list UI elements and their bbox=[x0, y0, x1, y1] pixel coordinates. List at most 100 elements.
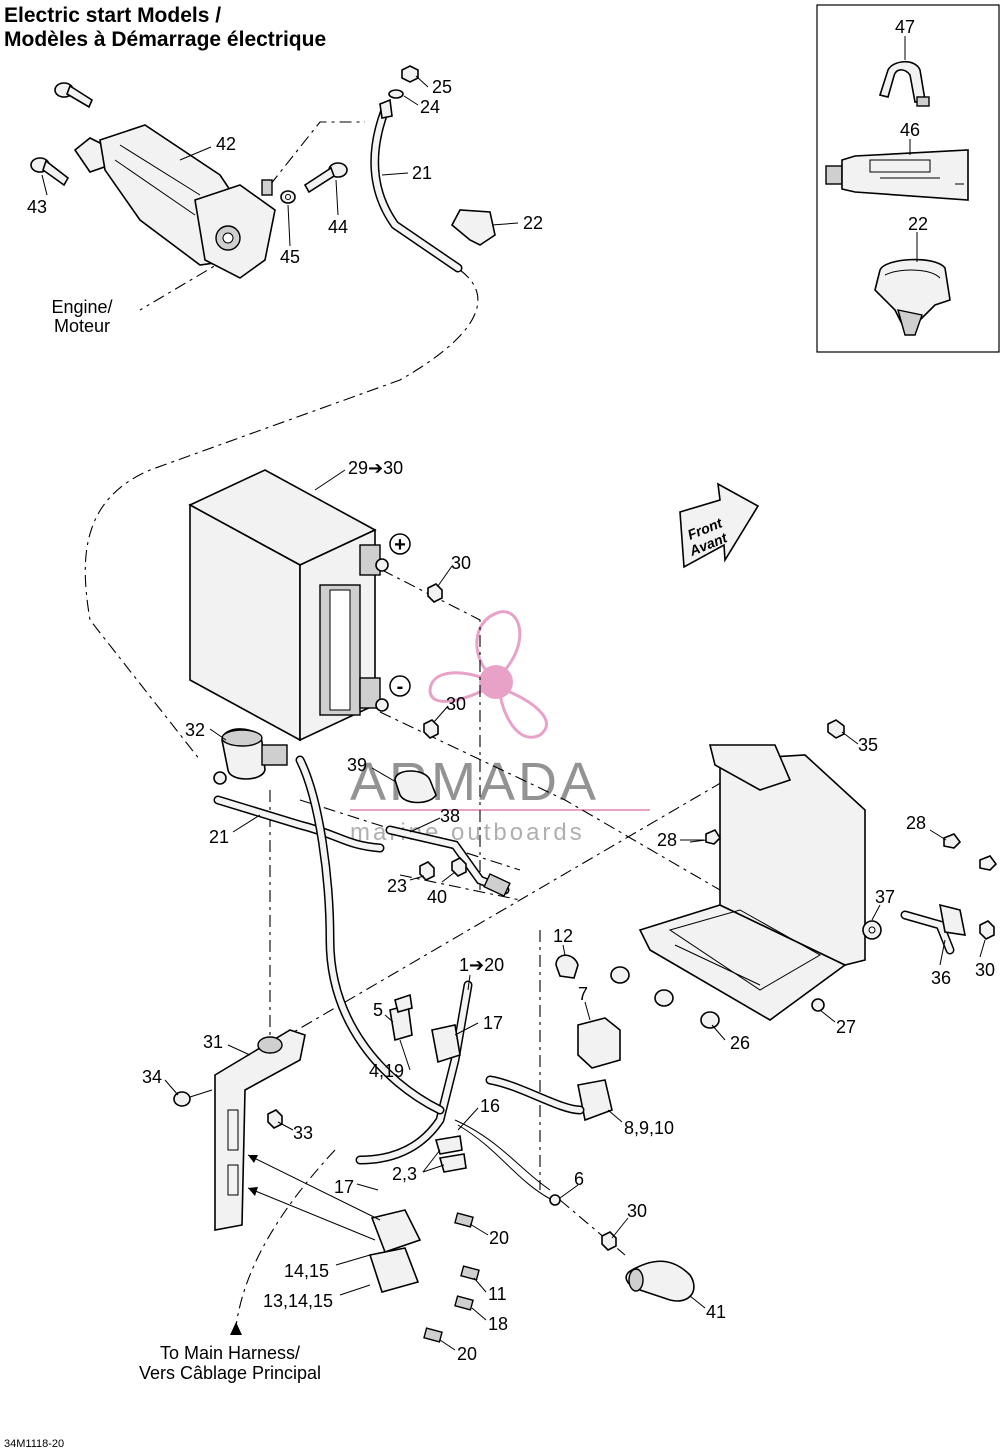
callout: 32 bbox=[185, 720, 205, 740]
plus-sign: + bbox=[394, 534, 406, 556]
fuse-box-13-14-15 bbox=[368, 1247, 420, 1293]
callout: 17 bbox=[483, 1013, 503, 1033]
positive-cable-21-lower bbox=[213, 795, 385, 853]
callout: 6 bbox=[574, 1169, 584, 1189]
callout: 28 bbox=[657, 830, 677, 850]
fuse-box-14-15 bbox=[370, 1209, 422, 1254]
fuse-holder-39 bbox=[394, 770, 437, 804]
callout: 25 bbox=[432, 77, 452, 97]
title-line-1: Electric start Models / bbox=[4, 4, 222, 27]
plus-terminal-symbol: + bbox=[389, 533, 411, 556]
wire-clip-47 bbox=[878, 60, 930, 107]
clip-12 bbox=[555, 954, 579, 979]
callout: 30 bbox=[446, 694, 466, 714]
callout: 20 bbox=[457, 1344, 477, 1364]
callout: 4,19 bbox=[369, 1061, 404, 1081]
starter-relay-32 bbox=[213, 728, 288, 785]
nut-30-boot bbox=[601, 1231, 617, 1251]
callout: 24 bbox=[420, 97, 440, 117]
bolt-44 bbox=[303, 162, 348, 194]
title-line-2: Modèles à Démarrage électrique bbox=[4, 28, 327, 51]
callout: 13,14,15 bbox=[263, 1291, 333, 1311]
callout: 21 bbox=[412, 163, 432, 183]
drawing-reference: 34M1118-20 bbox=[4, 1438, 64, 1450]
nut-40 bbox=[451, 857, 467, 877]
callout: 30 bbox=[627, 1201, 647, 1221]
callout: 35 bbox=[858, 735, 878, 755]
connector-8-9-10 bbox=[577, 1079, 613, 1122]
callout: 44 bbox=[328, 217, 348, 237]
propeller-logo bbox=[428, 610, 548, 739]
star-washer-37 bbox=[862, 920, 882, 940]
callout: 30 bbox=[451, 553, 471, 573]
callout: 33 bbox=[293, 1123, 313, 1143]
bracket-31 bbox=[214, 1029, 306, 1231]
bolt-43-upper bbox=[54, 82, 94, 109]
battery-29 bbox=[188, 469, 389, 742]
clip-22-main bbox=[450, 209, 496, 246]
callout: 39 bbox=[347, 755, 367, 775]
leader-lines bbox=[41, 36, 986, 1351]
callout: 31 bbox=[203, 1032, 223, 1052]
washer-45 bbox=[280, 190, 296, 204]
callout: 20 bbox=[489, 1228, 509, 1248]
fuses bbox=[423, 1212, 480, 1343]
protective-boot-41 bbox=[625, 1260, 695, 1302]
positive-cable-21-top bbox=[370, 98, 463, 273]
routing-lines bbox=[84, 121, 761, 1336]
battery-tray-27 bbox=[638, 744, 866, 1021]
callout: 16 bbox=[480, 1096, 500, 1116]
bolt-28-right-1 bbox=[943, 833, 962, 849]
watermark: ARMADA marine outboards bbox=[350, 610, 650, 846]
callout: 22 bbox=[908, 214, 928, 234]
watermark-tagline: marine outboards bbox=[350, 819, 585, 846]
bracket-arrows bbox=[230, 1154, 381, 1335]
callout: 2,3 bbox=[392, 1164, 417, 1184]
cable-clip-22 bbox=[874, 258, 951, 336]
callout: 42 bbox=[216, 134, 236, 154]
nut-33 bbox=[267, 1109, 283, 1129]
watermark-brand: ARMADA bbox=[350, 752, 599, 812]
callout: 5 bbox=[373, 1000, 383, 1020]
callout: 21 bbox=[209, 827, 229, 847]
callout: 40 bbox=[427, 887, 447, 907]
callout: 18 bbox=[488, 1314, 508, 1334]
callout: 34 bbox=[142, 1067, 162, 1087]
bolt-43-lower bbox=[30, 157, 70, 187]
washer-24 bbox=[388, 89, 404, 99]
nut-35 bbox=[827, 719, 845, 739]
callout: 11 bbox=[488, 1284, 507, 1304]
diagram-title: Electric start Models / Modèles à Démarr… bbox=[4, 4, 326, 52]
bolt-34 bbox=[173, 1089, 213, 1107]
callout: 46 bbox=[900, 120, 920, 140]
callout: 8,9,10 bbox=[624, 1118, 674, 1138]
nut-30-ground bbox=[979, 920, 995, 940]
callout-labels: 47 46 22 25 24 42 21 43 44 22 45 29➔30 3… bbox=[27, 17, 995, 1364]
harness-note-line-2: Vers Câblage Principal bbox=[139, 1363, 321, 1383]
callout: 17 bbox=[334, 1177, 354, 1197]
callout: 29➔30 bbox=[348, 458, 403, 478]
front-direction-arrow: Front Avant bbox=[679, 482, 760, 569]
callout: 36 bbox=[931, 968, 951, 988]
minus-terminal-symbol: - bbox=[389, 675, 411, 698]
callout: 27 bbox=[836, 1017, 856, 1037]
callout: 1➔20 bbox=[459, 955, 504, 975]
callout: 41 bbox=[706, 1302, 726, 1322]
harness-note-line-1: To Main Harness/ bbox=[160, 1343, 300, 1363]
callout: 38 bbox=[440, 806, 460, 826]
callout: 12 bbox=[553, 926, 573, 946]
minus-sign: - bbox=[397, 676, 404, 698]
relay-7 bbox=[577, 1017, 621, 1069]
callout: 14,15 bbox=[284, 1261, 329, 1281]
callout: 22 bbox=[523, 213, 543, 233]
ground-cable-36 bbox=[900, 903, 967, 955]
callout: 30 bbox=[975, 960, 995, 980]
starter-motor-42 bbox=[73, 124, 276, 279]
callout: 45 bbox=[280, 247, 300, 267]
callout: 26 bbox=[730, 1033, 750, 1053]
wiring-harness bbox=[295, 755, 585, 1206]
nut-25 bbox=[401, 65, 419, 83]
callout: 37 bbox=[875, 887, 895, 907]
callout: 28 bbox=[906, 813, 926, 833]
